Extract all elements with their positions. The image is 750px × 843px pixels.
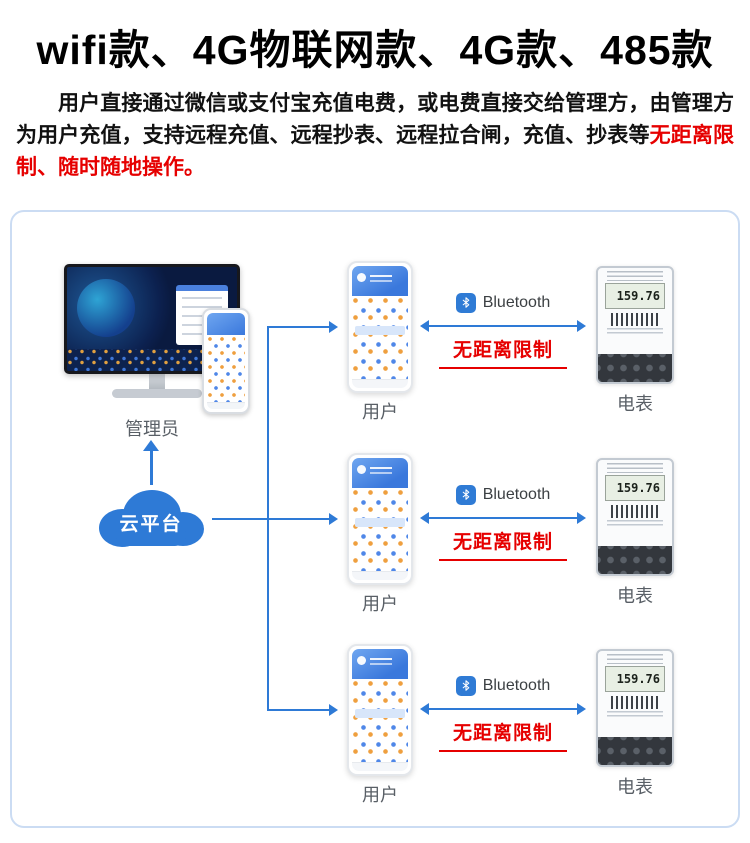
branch-arrow-row1 bbox=[267, 320, 338, 333]
meter-text-lines-decoration bbox=[607, 653, 663, 664]
cloud-label: 云平台 bbox=[119, 514, 183, 536]
phone-nav-bar bbox=[352, 761, 408, 771]
bidirectional-arrow bbox=[420, 511, 586, 524]
meter-terminal-block bbox=[598, 736, 672, 765]
meter-barcode bbox=[611, 695, 659, 709]
meter-text-lines-decoration bbox=[607, 270, 663, 281]
meter-terminal-block bbox=[598, 353, 672, 382]
arrow-up-shaft bbox=[149, 450, 153, 485]
bluetooth-label: Bluetooth bbox=[482, 293, 551, 311]
phone-banner-decoration bbox=[355, 326, 405, 336]
electric-meter: 159.76 bbox=[596, 457, 674, 576]
description-highlight-text: 无距离限制、随时随地操作。 bbox=[16, 123, 735, 179]
user-phone bbox=[347, 260, 413, 393]
cloud-platform: 云平台 bbox=[88, 486, 214, 550]
admin-computer bbox=[62, 263, 252, 414]
cloud-to-admin-arrow bbox=[143, 439, 159, 485]
meter-terminal-block bbox=[598, 545, 672, 574]
bluetooth-icon bbox=[455, 675, 476, 696]
bluetooth-link-row2: Bluetooth 无距离限制 bbox=[420, 484, 586, 561]
user-label: 用户 bbox=[362, 593, 398, 614]
meter-label: 电表 bbox=[617, 585, 653, 606]
meter-lcd-display: 159.76 bbox=[605, 282, 665, 309]
phone-app-header bbox=[352, 648, 408, 679]
phone-app-body bbox=[352, 295, 408, 379]
bluetooth-row: Bluetooth bbox=[420, 484, 586, 506]
admin-phone bbox=[202, 307, 250, 414]
branch-arrow-head bbox=[329, 320, 338, 333]
branch-arrow-row2 bbox=[267, 512, 338, 525]
admin-phone-screen bbox=[207, 312, 245, 409]
admin-label: 管理员 bbox=[125, 418, 179, 439]
phone-app-body bbox=[352, 487, 408, 571]
bluetooth-row: Bluetooth bbox=[420, 675, 586, 697]
monitor-stand-base bbox=[112, 388, 202, 398]
arrow-up-head bbox=[143, 439, 159, 451]
cloud-connector-line bbox=[212, 517, 268, 520]
phone-app-body bbox=[352, 678, 408, 762]
monitor-globe-graphic bbox=[77, 278, 135, 337]
description-paragraph: 用户直接通过微信或支付宝充值电费，或电费直接交给管理方，由管理方为用户充值，支持… bbox=[16, 88, 734, 184]
meter-info-lines-decoration bbox=[607, 327, 663, 336]
electric-meter: 159.76 bbox=[596, 265, 674, 384]
phone-screen bbox=[352, 457, 408, 580]
meter-label: 电表 bbox=[617, 393, 653, 414]
phone-nav-bar bbox=[352, 378, 408, 388]
cloud-icon bbox=[99, 489, 204, 547]
phone-app-header bbox=[352, 457, 408, 488]
monitor-stand-neck bbox=[149, 373, 165, 389]
phone-banner-decoration bbox=[355, 518, 405, 528]
restriction-label: 无距离限制 bbox=[438, 335, 567, 369]
phone-app-header bbox=[352, 265, 408, 296]
bidirectional-arrow bbox=[420, 702, 586, 715]
meter-barcode bbox=[611, 504, 659, 518]
restriction-label: 无距离限制 bbox=[438, 527, 567, 561]
bluetooth-icon bbox=[455, 484, 476, 505]
monitor-screen bbox=[64, 263, 240, 374]
electric-meter: 159.76 bbox=[596, 648, 674, 767]
meter-lcd-display: 159.76 bbox=[605, 665, 665, 692]
user-label: 用户 bbox=[362, 784, 398, 805]
phone-nav-bar bbox=[352, 570, 408, 580]
branch-arrow-row3 bbox=[267, 703, 338, 716]
meter-text-lines-decoration bbox=[607, 462, 663, 473]
branch-arrow-head bbox=[329, 703, 338, 716]
user-phone bbox=[347, 643, 413, 776]
bluetooth-link-row3: Bluetooth 无距离限制 bbox=[420, 675, 586, 752]
bluetooth-row: Bluetooth bbox=[420, 292, 586, 314]
admin-phone-app-header bbox=[207, 312, 245, 335]
meter-info-lines-decoration bbox=[607, 519, 663, 528]
bluetooth-link-row1: Bluetooth 无距离限制 bbox=[420, 292, 586, 369]
meter-barcode bbox=[611, 312, 659, 326]
phone-screen bbox=[352, 648, 408, 771]
user-label: 用户 bbox=[362, 401, 398, 422]
bluetooth-label: Bluetooth bbox=[482, 485, 551, 503]
restriction-label: 无距离限制 bbox=[438, 718, 567, 752]
admin-phone-nav-bar bbox=[207, 401, 245, 409]
bidirectional-arrow bbox=[420, 319, 586, 332]
user-phone bbox=[347, 452, 413, 585]
description-text: 用户直接通过微信或支付宝充值电费，或电费直接交给管理方，由管理方为用户充值，支持… bbox=[16, 92, 734, 147]
bluetooth-label: Bluetooth bbox=[482, 676, 551, 694]
branch-arrow-head bbox=[329, 512, 338, 525]
page-title: wifi款、4G物联网款、4G款、485款 bbox=[36, 27, 714, 73]
meter-info-lines-decoration bbox=[607, 710, 663, 719]
monitor-bottom-strip-decoration bbox=[67, 348, 237, 371]
bluetooth-icon bbox=[455, 292, 476, 313]
phone-banner-decoration bbox=[355, 709, 405, 719]
meter-label: 电表 bbox=[617, 776, 653, 797]
diagram-panel: 管理员 云平台 bbox=[10, 209, 740, 828]
meter-lcd-display: 159.76 bbox=[605, 474, 665, 501]
phone-screen bbox=[352, 265, 408, 388]
admin-phone-app-body bbox=[207, 334, 245, 402]
